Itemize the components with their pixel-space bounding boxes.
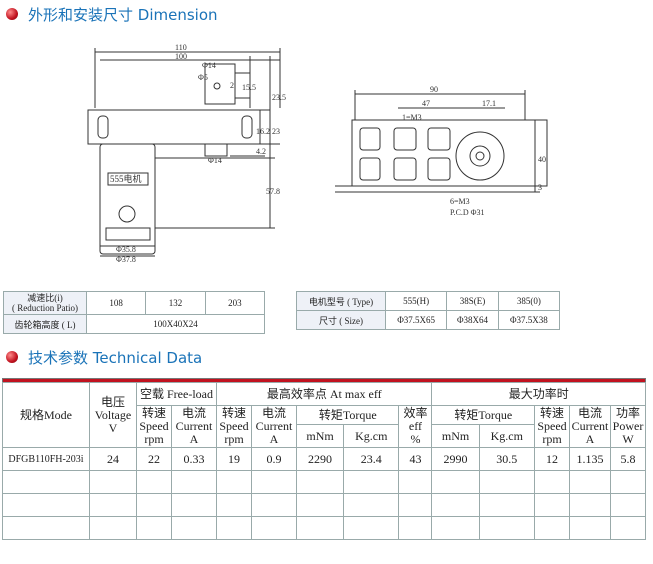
max-eff-header: 最高效率点 At max eff [215,382,433,406]
cell-pow-speed: 12 [534,447,570,471]
pow-mnm-header: mNm [431,424,480,448]
motor-type-value: 385(0) [497,291,561,311]
motor-size-value: Φ37.5X38 [497,310,561,330]
ratio-label-cell: 减速比(i) ( Reduction Patio) [3,291,87,315]
cell-voltage: 24 [89,447,137,471]
cell-pow-kgcm: 30.5 [478,447,536,471]
dim-40: 40 [538,155,546,164]
motor-type-label: 电机型号 ( Type) [296,291,386,311]
cell-free-speed: 22 [136,447,172,471]
cell-pow-current: 1.135 [569,447,611,471]
dim-2: 2 [230,81,234,90]
motor-size-value: Φ38X64 [446,310,499,330]
dim-pcd: P.C.D Φ31 [450,208,485,217]
tech-title-text: 技术参数 Technical Data [28,348,203,367]
dim-37-8: Φ37.8 [116,255,136,264]
red-bullet-icon [6,351,18,363]
dim-16-2: 16.2 [256,127,270,136]
eff-kgcm-header: Kg.cm [343,424,400,448]
height-value: 100X40X24 [86,314,265,334]
ratio-value: 108 [85,291,147,315]
max-power-header: 最大功率时 [431,382,646,406]
dim-17-1: 17.1 [482,99,496,108]
cell-model: DFGB110FH-203i [2,447,90,471]
dim-14b: Φ14 [208,156,222,165]
table-row [2,516,646,540]
dim-100: 100 [175,52,187,61]
dim-90: 90 [430,85,438,94]
gearbox-side-view-drawing: 110 100 Φ14 Φ5 2 15.5 23.5 16.2 23 Φ14 4… [87,43,286,264]
cell-power: 5.8 [610,447,646,471]
dim-57-8: 57.8 [266,187,280,196]
reduction-ratio-table: 减速比(i) ( Reduction Patio) 108 132 203 齿轮… [3,291,266,334]
motor-type-value: 555(H) [384,291,448,311]
dim-23: 23 [272,127,280,136]
table-row [2,470,646,494]
dimension-title-text: 外形和安装尺寸 Dimension [28,5,218,24]
dim-3: 3 [538,183,542,192]
ratio-value: 203 [204,291,266,315]
motor-size-value: Φ37.5X65 [384,310,448,330]
dim-14: Φ14 [202,61,216,70]
red-bullet-icon [6,8,18,20]
model-header: 规格Mode [2,382,90,448]
tech-section-title: 技术参数 Technical Data [6,347,202,367]
eff-torque-header: 转矩Torque [295,405,400,425]
dim-47: 47 [422,99,430,108]
cell-eff: 43 [398,447,433,471]
ratio-label: 减速比(i) [27,293,63,303]
cell-eff-current: 0.9 [251,447,297,471]
height-label: 齿轮箱高度 ( L) [3,314,87,334]
gearbox-front-view-drawing: 90 47 17.1 1=M3 40 3 6=M3 P.C.D Φ31 [335,85,548,217]
dim-m3-top: 1=M3 [402,113,422,122]
dim-23-5: 23.5 [272,93,286,102]
table-row [2,493,646,517]
cell-free-current: 0.33 [171,447,217,471]
cell-pow-mnm: 2990 [431,447,480,471]
table-row: DFGB110FH-203i 24 22 0.33 19 0.9 2290 23… [2,447,646,471]
pow-kgcm-header: Kg.cm [478,424,536,448]
ratio-sublabel: ( Reduction Patio) [12,303,78,313]
dim-5: Φ5 [198,73,208,82]
dim-15-5: 15.5 [242,83,256,92]
eff-mnm-header: mNm [295,424,345,448]
ratio-value: 132 [145,291,206,315]
cell-eff-mnm: 2290 [295,447,345,471]
cell-eff-speed: 19 [216,447,252,471]
dim-4-2: 4.2 [256,147,266,156]
dimension-section-title: 外形和安装尺寸 Dimension [6,4,218,24]
free-load-header: 空载 Free-load [136,382,217,406]
motor-type-value: 38S(E) [446,291,499,311]
motor-label: 555电机 [110,173,142,184]
dim-m3-bottom: 6=M3 [450,197,470,206]
dim-110: 110 [175,43,187,52]
pow-torque-header: 转矩Torque [431,405,535,425]
motor-type-table: 电机型号 ( Type) 555(H) 38S(E) 385(0) 尺寸 ( S… [296,291,561,330]
motor-size-label: 尺寸 ( Size) [296,310,386,330]
dim-35-8: Φ35.8 [116,245,136,254]
cell-eff-kgcm: 23.4 [343,447,400,471]
